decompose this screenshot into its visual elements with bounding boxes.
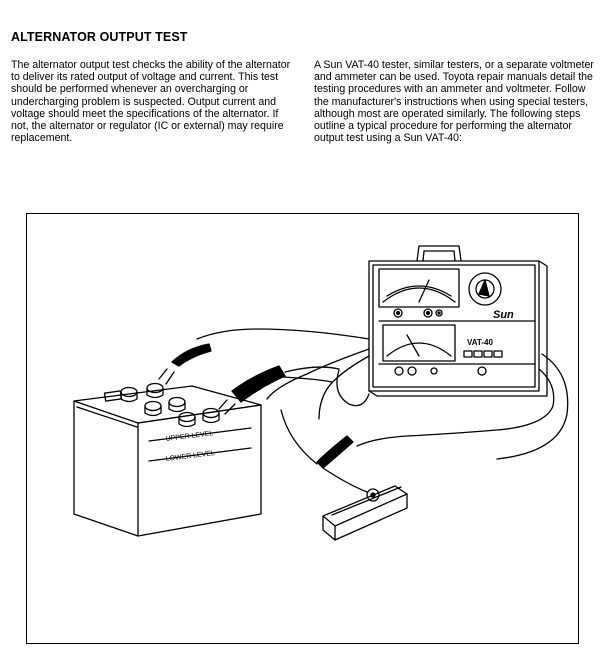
tester-model-label: VAT-40: [467, 338, 493, 347]
tester-paragraph: A Sun VAT-40 tester, similar testers, or…: [314, 59, 594, 145]
battery-upper-level-label: UPPER LEVEL: [165, 430, 213, 443]
battery-lower-level-label: LOWER LEVEL: [165, 450, 215, 463]
tester-brand-label: Sun: [493, 309, 514, 321]
battery-clamps: [158, 343, 340, 415]
ground-clamp: [280, 409, 408, 541]
alternator-test-illustration: UPPER LEVEL LOWER LEVEL Sun VAT-40: [26, 213, 579, 644]
battery: [73, 382, 262, 537]
intro-paragraph: The alternator output test checks the ab…: [11, 59, 291, 145]
section-heading: ALTERNATOR OUTPUT TEST: [11, 30, 188, 44]
tester-unit: [368, 245, 548, 397]
battery-cell-caps: [120, 382, 220, 428]
illustration-drawing: UPPER LEVEL LOWER LEVEL Sun VAT-40: [73, 245, 569, 541]
test-leads: [196, 328, 569, 460]
